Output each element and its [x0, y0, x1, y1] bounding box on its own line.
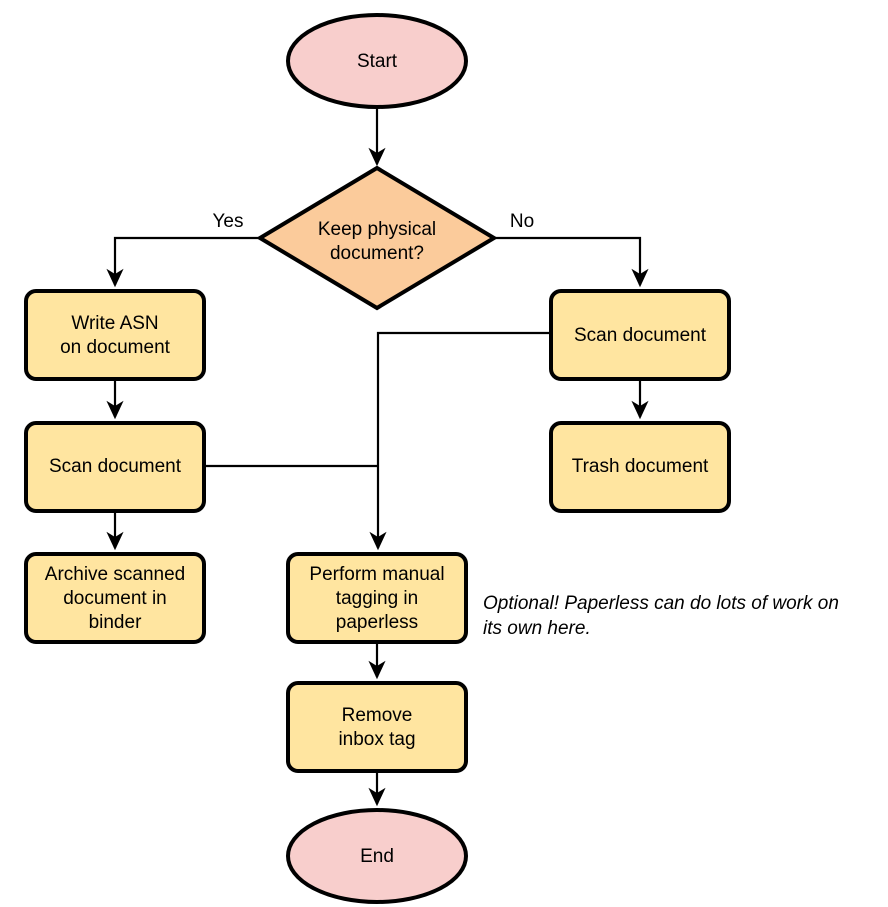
node-write-asn-on-document[interactable]: Write ASN on document: [24, 289, 206, 381]
node-archive-label-line1: Archive scanned: [45, 564, 185, 585]
node-archive-scanned-document[interactable]: Archive scanned document in binder: [24, 552, 206, 644]
edge-decision-to-scan-right: [494, 236, 649, 288]
edges-layer: [106, 107, 649, 807]
node-start[interactable]: Start: [286, 13, 468, 109]
node-trash-document[interactable]: Trash document: [549, 421, 731, 513]
node-scan-document-right-label: Scan document: [574, 325, 707, 346]
node-write-asn-label-line2: on document: [60, 337, 171, 358]
node-remove-inbox-tag-label-line2: inbox tag: [338, 729, 415, 750]
node-tagging-shape[interactable]: [286, 552, 468, 644]
node-scan-document-right-shape[interactable]: [549, 289, 731, 381]
node-end-shape[interactable]: [286, 808, 468, 904]
edge-label-no: No: [510, 211, 534, 232]
nodes-layer: Start Keep physical document? Write ASN …: [24, 13, 731, 904]
node-trash-document-shape[interactable]: [549, 421, 731, 513]
node-decision-keep-physical-document[interactable]: Keep physical document?: [256, 165, 498, 311]
node-trash-document-label: Trash document: [572, 456, 709, 477]
node-decision-shape[interactable]: [256, 165, 498, 311]
node-end[interactable]: End: [286, 808, 468, 904]
node-decision-label-line1: Keep physical: [318, 219, 436, 240]
node-remove-inbox-tag[interactable]: Remove inbox tag: [286, 681, 468, 773]
node-perform-manual-tagging[interactable]: Perform manual tagging in paperless: [286, 552, 468, 644]
note-optional-line1: Optional! Paperless can do lots of work …: [483, 593, 839, 614]
node-remove-inbox-tag-shape[interactable]: [286, 681, 468, 773]
node-scan-document-left[interactable]: Scan document: [24, 421, 206, 513]
edge-labels-layer: Yes No: [213, 211, 535, 232]
node-decision-label-line2: document?: [330, 243, 424, 264]
edge-decision-to-write-asn: [106, 236, 260, 288]
node-tagging-label-line3: paperless: [336, 612, 418, 633]
node-remove-inbox-tag-label-line1: Remove: [342, 705, 413, 726]
edge-scan-right-to-tagging: [369, 331, 551, 551]
edge-label-yes: Yes: [213, 211, 244, 232]
node-scan-document-left-shape[interactable]: [24, 421, 206, 513]
node-archive-label-line3: binder: [89, 612, 142, 633]
node-write-asn-label-line1: Write ASN: [71, 313, 158, 334]
node-start-shape[interactable]: [286, 13, 468, 109]
node-archive-shape[interactable]: [24, 552, 206, 644]
node-end-label: End: [360, 846, 394, 867]
note-optional-line2: its own here.: [483, 618, 591, 639]
node-tagging-label-line1: Perform manual: [309, 564, 444, 585]
node-tagging-label-line2: tagging in: [336, 588, 418, 609]
node-start-label: Start: [357, 51, 398, 72]
node-scan-document-left-label: Scan document: [49, 456, 182, 477]
node-write-asn-shape[interactable]: [24, 289, 206, 381]
node-scan-document-right[interactable]: Scan document: [549, 289, 731, 381]
node-archive-label-line2: document in: [63, 588, 167, 609]
note-optional: Optional! Paperless can do lots of work …: [483, 593, 839, 639]
